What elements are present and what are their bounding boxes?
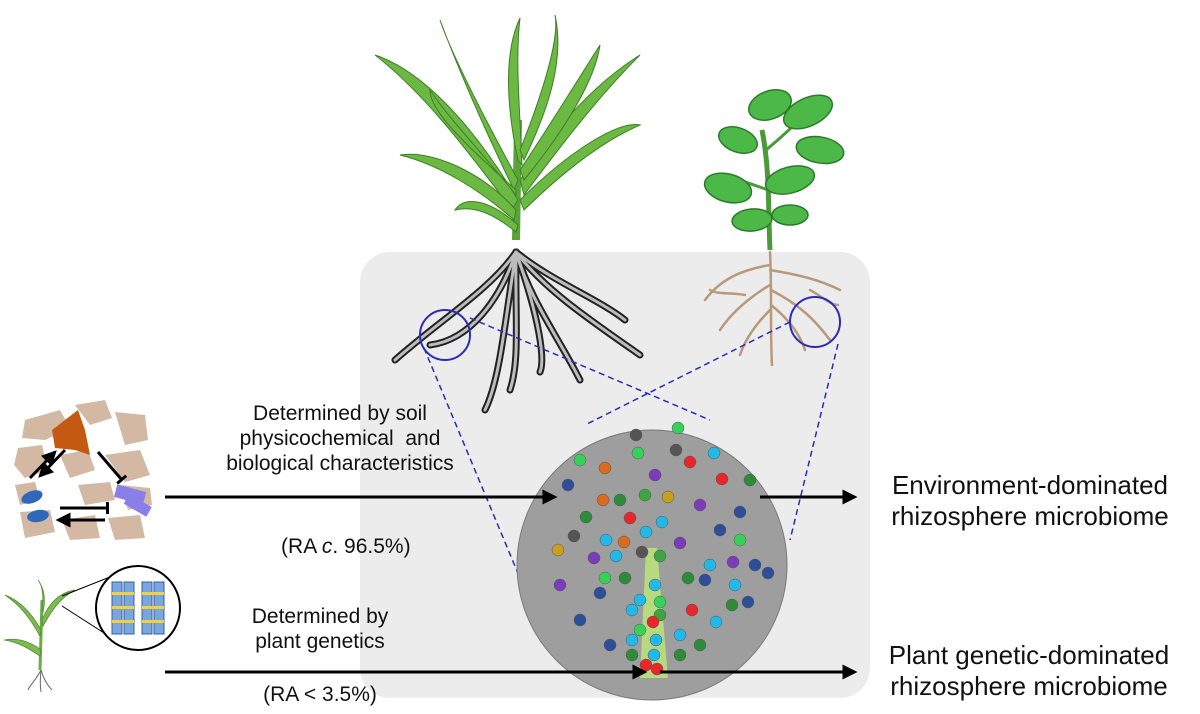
maize-zoom-circle <box>419 309 471 361</box>
genetic-ra-label: (RA < 3.5%) <box>220 683 420 708</box>
soil-ra-prefix: (RA <box>281 534 322 558</box>
environment-line2: rhizosphere microbiome <box>891 500 1169 531</box>
environment-outcome-label: Environment-dominated rhizosphere microb… <box>870 470 1190 531</box>
genetic-outcome-line2: rhizosphere microbiome <box>890 670 1168 701</box>
genetic-line2: plant genetics <box>255 629 385 653</box>
soil-line2: physicochemical and <box>239 426 441 450</box>
soil-line1: Determined by soil <box>253 402 427 425</box>
soybean-plant-icon <box>703 89 845 367</box>
genetic-ra: (RA < 3.5%) <box>263 683 377 706</box>
soil-ra-suffix: . 96.5%) <box>332 534 411 558</box>
genetic-outcome-line1: Plant genetic-dominated <box>888 640 1170 670</box>
maize-plant-icon <box>374 14 644 414</box>
soil-ra-label: (RA c. 96.5%) <box>230 510 450 560</box>
genetic-outcome-label: Plant genetic-dominated rhizosphere micr… <box>866 640 1192 701</box>
soil-aggregate-icon <box>14 400 152 540</box>
microbe-dots <box>551 421 775 676</box>
environment-line1: Environment-dominated <box>891 470 1169 500</box>
seedling-icon <box>3 574 116 693</box>
genetic-path-label: Determined by plant genetics <box>210 605 430 655</box>
zoom-lines <box>423 317 839 584</box>
root-tip-wedge <box>640 548 668 678</box>
soil-line3: biological characteristics <box>226 451 454 475</box>
chromosome-icon <box>95 565 181 651</box>
soil-path-label: Determined by soil physicochemical and b… <box>190 402 490 476</box>
soil-ra-italic: c <box>321 534 333 558</box>
genetic-line1: Determined by <box>251 605 389 628</box>
